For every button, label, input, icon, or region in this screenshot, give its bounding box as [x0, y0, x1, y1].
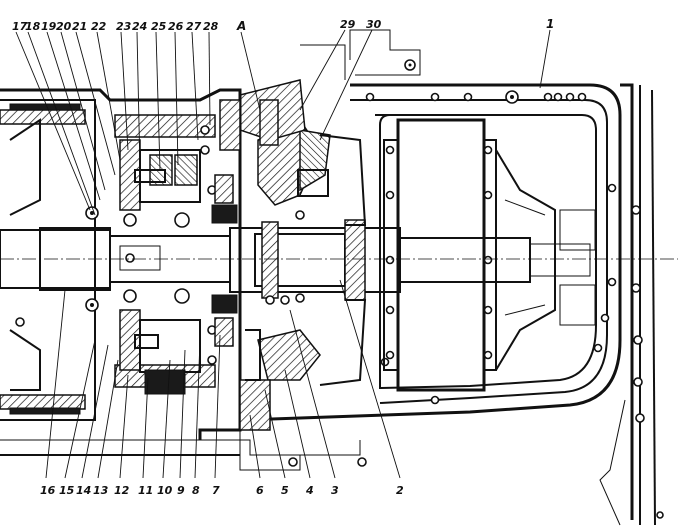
callout-10: 10 [157, 484, 173, 497]
callout-6: 6 [256, 484, 264, 497]
callout-30: 30 [366, 18, 382, 31]
callout-8: 8 [192, 484, 200, 497]
callout-4: 4 [305, 484, 314, 497]
planetary-gearbox [0, 88, 242, 440]
callout-5: 5 [281, 484, 289, 497]
callout-22: 22 [91, 20, 107, 33]
bottom-callouts: 16 15 14 13 12 11 10 9 8 7 6 5 4 3 2 [40, 484, 404, 497]
callout-24: 24 [132, 20, 147, 33]
callout-3: 3 [331, 484, 339, 497]
callout-1: 1 [546, 17, 554, 31]
bevel-gear-assembly [239, 79, 367, 386]
callout-14: 14 [76, 484, 91, 497]
housing-bolts [288, 59, 664, 519]
top-callouts: 17 18 19 20 21 22 23 24 25 26 27 28 A 29… [12, 17, 554, 33]
callout-16: 16 [40, 484, 56, 497]
callout-26: 26 [168, 20, 184, 33]
callout-15: 15 [59, 484, 75, 497]
callout-29: 29 [340, 18, 356, 31]
callout-18: 18 [25, 20, 41, 33]
housing-1 [0, 29, 656, 526]
callout-12: 12 [114, 484, 130, 497]
callout-27: 27 [186, 20, 202, 33]
callout-2: 2 [396, 484, 404, 497]
callout-A: A [236, 19, 246, 33]
rotor-assembly [383, 118, 596, 392]
callout-20: 20 [56, 20, 72, 33]
callout-23: 23 [116, 20, 132, 33]
callout-28: 28 [203, 20, 219, 33]
flange-plates [219, 99, 271, 431]
callout-13: 13 [93, 484, 109, 497]
callout-21: 21 [72, 20, 87, 33]
main-shaft-2 [229, 219, 591, 301]
callout-25: 25 [151, 20, 167, 33]
callout-7: 7 [212, 484, 220, 497]
leader-lines [15, 29, 551, 479]
callout-11: 11 [138, 484, 153, 497]
callout-9: 9 [177, 484, 185, 497]
callout-17: 17 [12, 20, 28, 33]
callout-19: 19 [41, 20, 57, 33]
